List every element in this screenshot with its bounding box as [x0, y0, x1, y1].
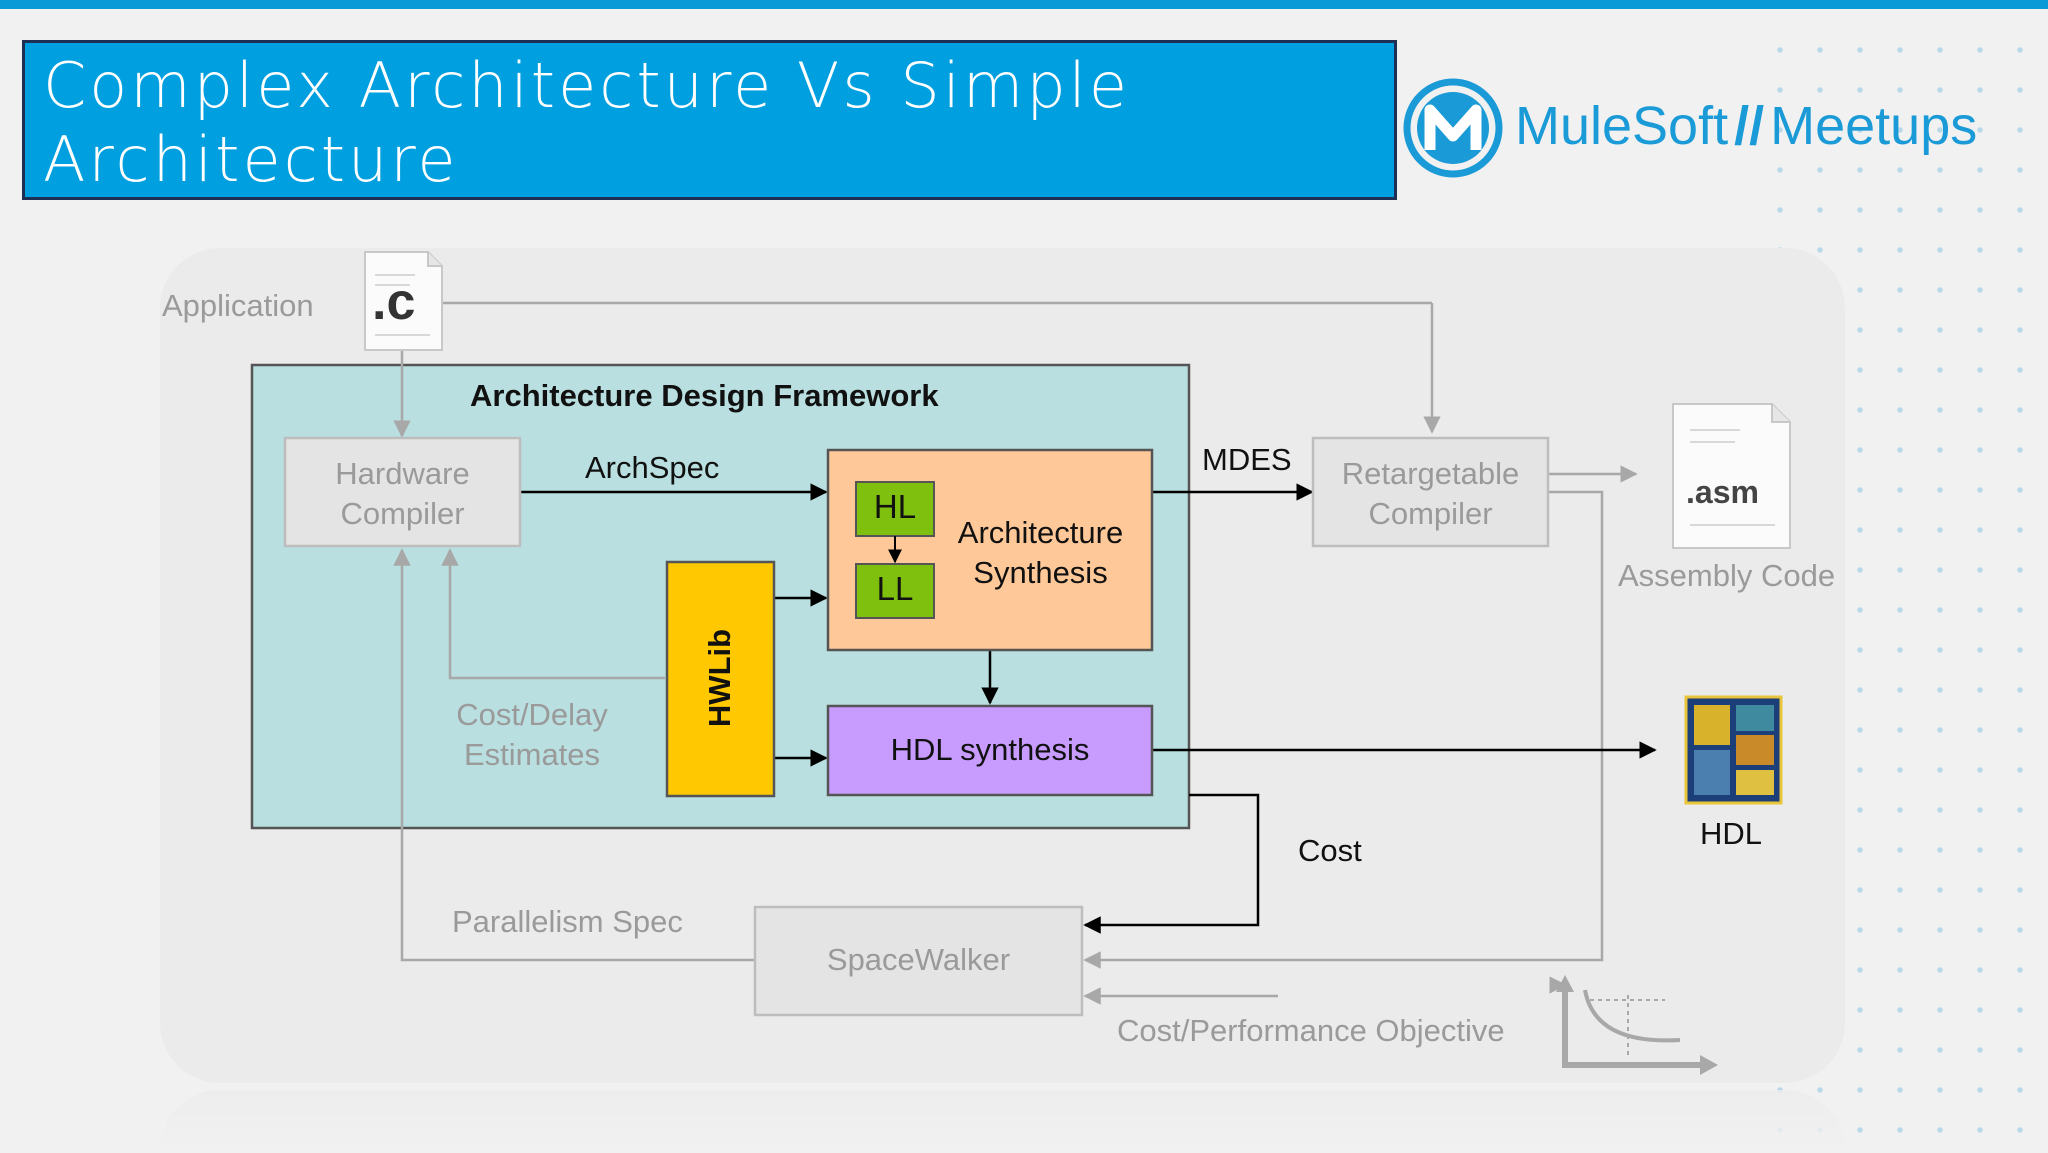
panel-reflection [160, 1090, 1845, 1153]
hdl-synthesis-label: HDL synthesis [890, 732, 1090, 767]
ll-box [855, 563, 935, 619]
spacewalker-box [753, 905, 1084, 1017]
slide-title: Complex Architecture Vs Simple Architect… [43, 49, 1131, 196]
cost-performance-objective-label: Cost/Performance Objective [1117, 1013, 1505, 1048]
hl-box [855, 481, 935, 537]
logo-product: Meetups [1770, 96, 1978, 156]
logo-wordmark: MuleSoft//Meetups [1515, 95, 1977, 157]
architecture-synthesis-label: Architecture Synthesis [948, 513, 1133, 593]
mulesoft-m-icon [1403, 78, 1503, 178]
architecture-synthesis-line1: Architecture [957, 515, 1124, 550]
hdl-synthesis-box [826, 704, 1154, 797]
archspec-label: ArchSpec [585, 450, 720, 485]
asm-file-label: .asm [1686, 474, 1759, 510]
hwlib-box [665, 560, 776, 798]
hwlib-label: HWLib [702, 628, 737, 728]
spacewalker-label: SpaceWalker [826, 942, 1011, 977]
graph-axis-arrowheads [1556, 975, 1718, 1075]
parallelism-spec-label: Parallelism Spec [452, 904, 683, 939]
cost-delay-label: Cost/Delay Estimates [432, 695, 632, 775]
hdl-label: HDL [1700, 816, 1763, 851]
asm-file-icon [1672, 403, 1791, 549]
grey-connectors [393, 301, 1710, 1068]
retargetable-compiler-box [1311, 436, 1550, 548]
retargetable-compiler-label: Retargetable Compiler [1313, 454, 1548, 534]
retargetable-compiler-line2: Compiler [1368, 496, 1493, 531]
architecture-synthesis-line2: Synthesis [973, 555, 1108, 590]
mulesoft-logo [1403, 78, 1503, 178]
hardware-compiler-label: Hardware Compiler [285, 454, 520, 534]
ll-label: LL [876, 570, 914, 607]
hardware-compiler-line1: Hardware [335, 456, 470, 491]
cost-label: Cost [1298, 833, 1362, 868]
cost-delay-line2: Estimates [463, 737, 601, 772]
slide-title-banner: Complex Architecture Vs Simple Architect… [22, 40, 1397, 200]
mdes-label: MDES [1202, 442, 1292, 477]
framework-title: Architecture Design Framework [470, 378, 939, 413]
hardware-compiler-line2: Compiler [340, 496, 465, 531]
c-file-label: .c [372, 273, 416, 331]
assembly-code-label: Assembly Code [1618, 558, 1836, 593]
logo-separator: // [1734, 96, 1765, 156]
application-label: Application [162, 288, 314, 323]
cost-delay-line1: Cost/Delay [456, 697, 608, 732]
hdl-chip-image [1684, 695, 1783, 805]
top-accent-bar [0, 0, 2048, 9]
logo-brand: MuleSoft [1515, 96, 1729, 156]
hardware-compiler-box [283, 436, 522, 548]
retargetable-compiler-line1: Retargetable [1341, 456, 1520, 491]
hl-label: HL [873, 488, 917, 525]
c-file-icon [364, 251, 443, 351]
black-connectors [520, 483, 1657, 934]
